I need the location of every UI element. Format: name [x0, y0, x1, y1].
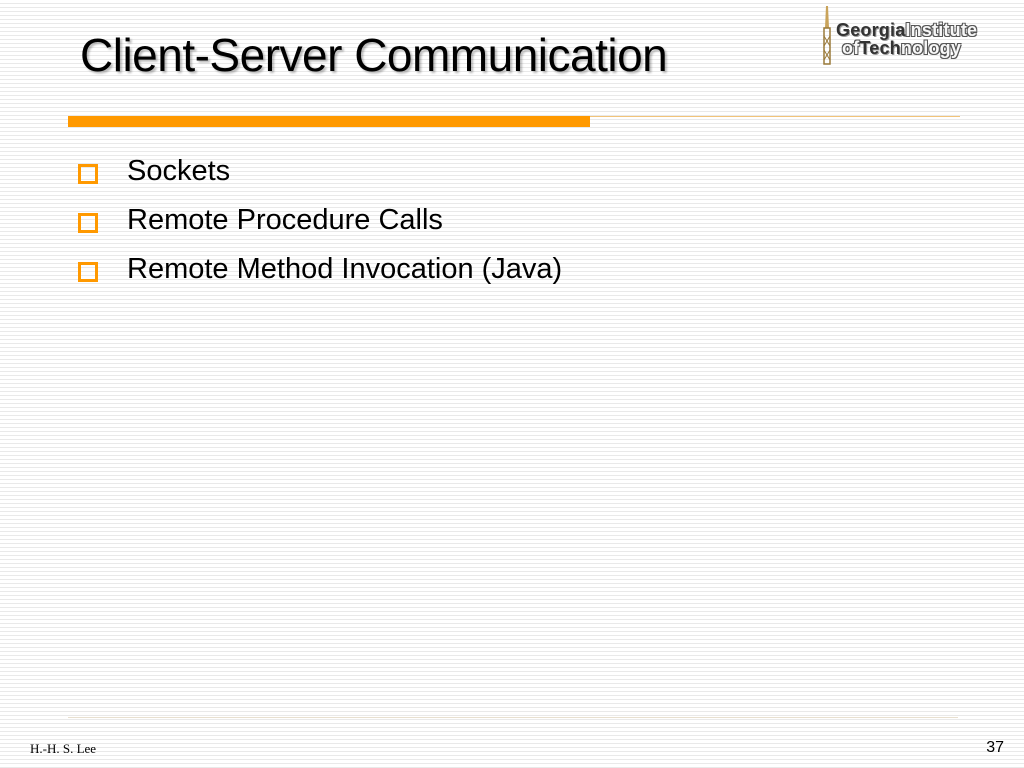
title-underline-line [590, 116, 960, 117]
georgia-tech-logo: GeorgiaInstitute ofTechnology [820, 6, 1016, 68]
logo-text-nology: nology [900, 38, 962, 58]
logo-line-2: ofTechnology [842, 39, 961, 57]
logo-text-institute: Institute [905, 20, 978, 40]
bullet-text: Remote Method Invocation (Java) [127, 253, 563, 285]
logo-text-georgia: Georgia [836, 20, 906, 40]
title-underline-bar [68, 116, 590, 127]
logo-text-tech: Tech [859, 38, 901, 58]
footer-author: H.-H. S. Lee [30, 741, 97, 756]
hollow-square-icon [78, 164, 98, 184]
bullet-text: Remote Procedure Calls [127, 204, 443, 236]
bullet-text: Sockets [127, 155, 231, 187]
page-number: 37 [986, 739, 1004, 756]
logo-line-1: GeorgiaInstitute [836, 21, 977, 39]
footer-divider [68, 717, 958, 718]
tower-icon [823, 6, 831, 65]
hollow-square-icon [78, 262, 98, 282]
hollow-square-icon [78, 213, 98, 233]
logo-text-of: of [842, 38, 860, 58]
slide-title: Client-Server Communication [80, 29, 668, 81]
